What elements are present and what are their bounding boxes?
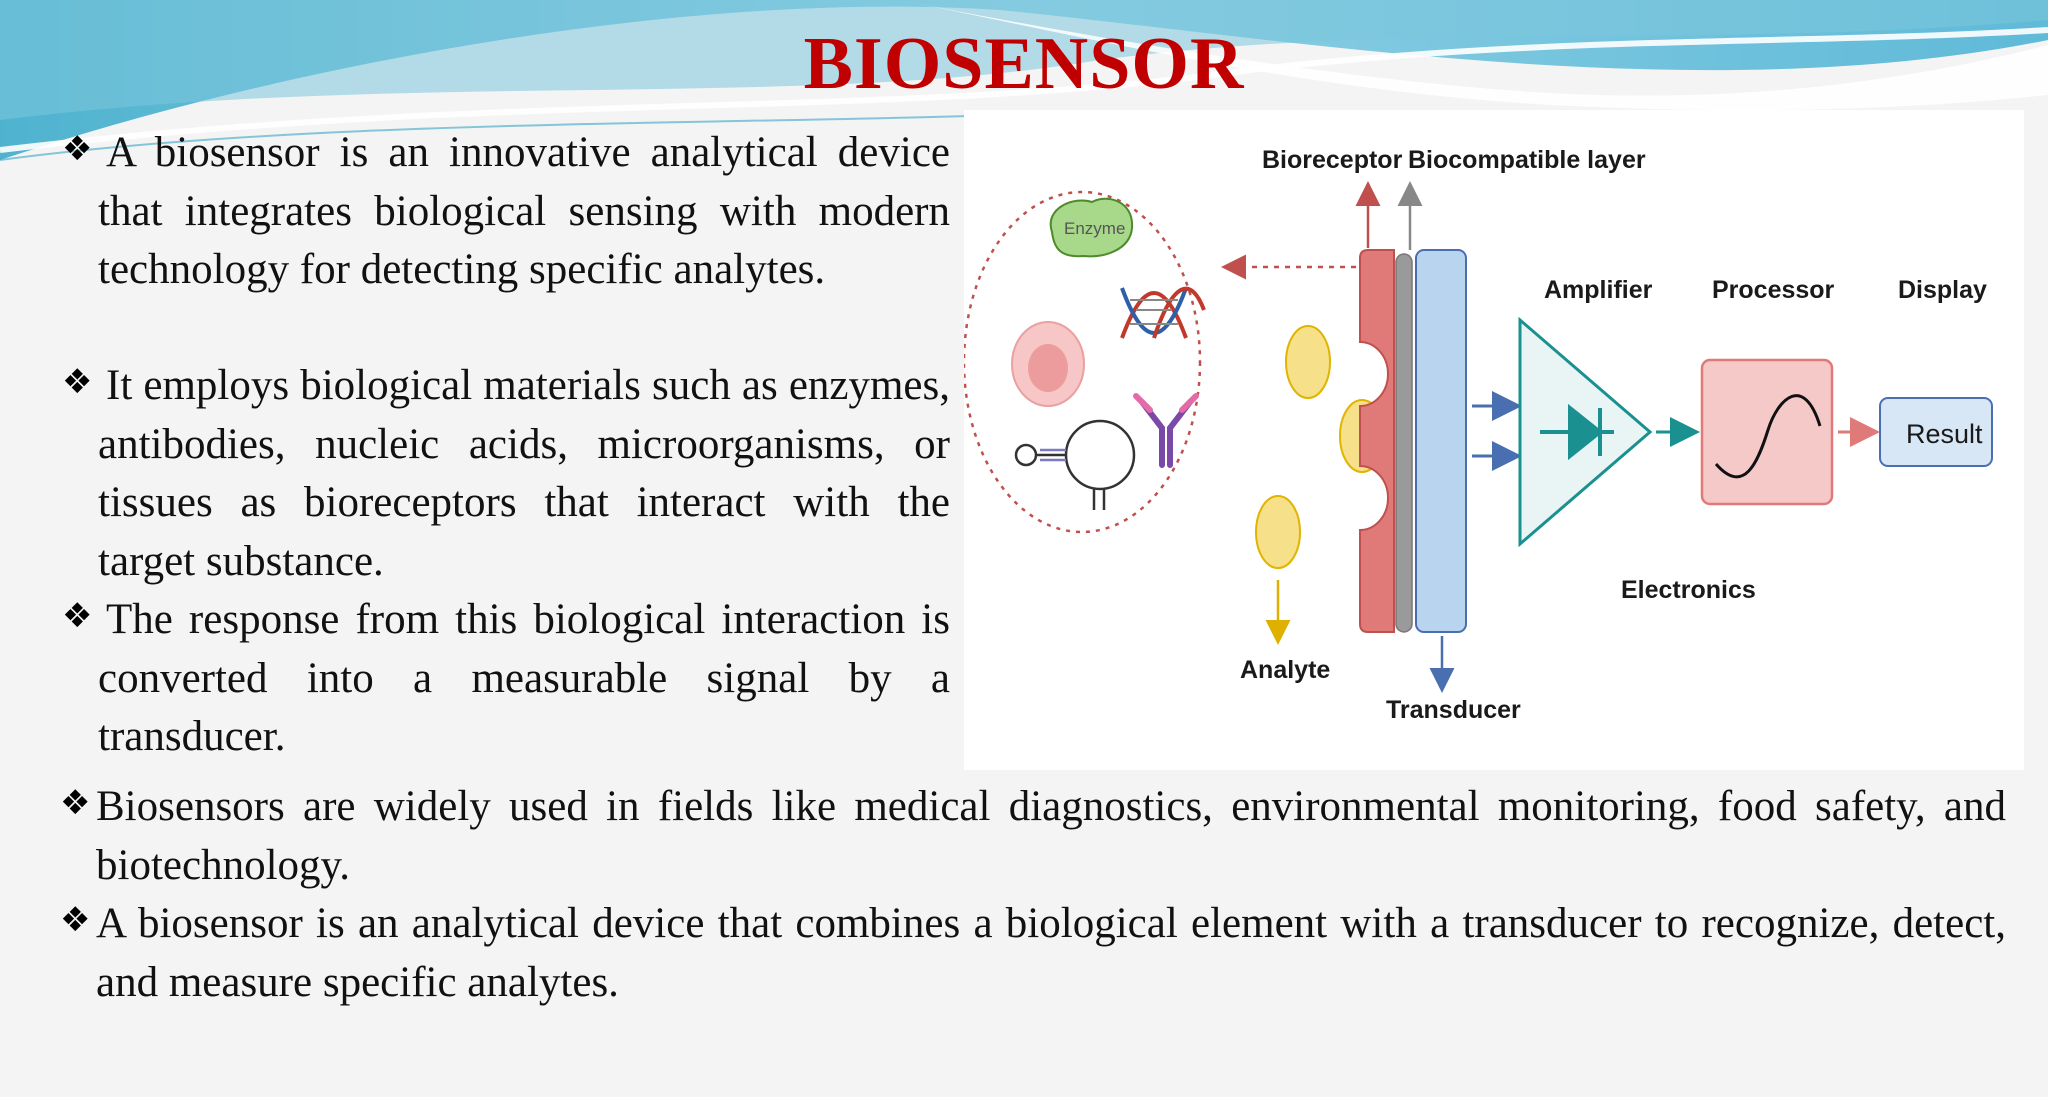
bullet-point-3: ❖ The response from this biological inte…: [62, 591, 950, 767]
transducer-layer: [1415, 249, 1467, 633]
label-amplifier: Amplifier: [1544, 276, 1653, 304]
label-transducer: Transducer: [1386, 696, 1521, 724]
bullet-diamond-icon: ❖: [62, 596, 93, 636]
cell-icon: [1011, 321, 1085, 407]
bullet-diamond-icon: ❖: [62, 362, 93, 402]
bioreceptor-layer: [1359, 249, 1395, 633]
biosensor-diagram-svg: Bioreceptor Biocompatible layer Amplifie…: [964, 146, 1993, 724]
label-analyte: Analyte: [1240, 656, 1330, 684]
biocompatible-layer: [1395, 253, 1413, 633]
bullet-point-1: ❖ A biosensor is an innovative analytica…: [62, 124, 950, 300]
enzyme-label: Enzyme: [1064, 219, 1125, 238]
bullet-text: It employs biological materials such as …: [98, 362, 950, 585]
bullet-point-4: ❖ Biosensors are widely used in fields l…: [60, 778, 2006, 895]
label-bioreceptor: Bioreceptor: [1262, 146, 1403, 174]
label-display: Display: [1898, 276, 1987, 304]
analyte-molecule: [1255, 495, 1301, 569]
signal-wave-icon: [1714, 394, 1822, 479]
bullet-text: Biosensors are widely used in fields lik…: [96, 783, 2006, 889]
bullet-text: The response from this biological intera…: [98, 596, 950, 760]
result-display: [1879, 397, 1993, 467]
bioreceptor-examples-circle: [964, 190, 1202, 534]
dna-icon: [1120, 286, 1206, 339]
analyte-molecule: [1285, 325, 1331, 399]
enzyme-icon: Enzyme: [1049, 197, 1134, 258]
bullet-diamond-icon: ❖: [62, 129, 93, 169]
label-biocompatible-layer: Biocompatible layer: [1408, 146, 1646, 174]
slide-title: BIOSENSOR: [803, 23, 1245, 105]
aptamer-icon: [1014, 419, 1136, 510]
bullet-point-2: ❖ It employs biological materials such a…: [62, 357, 950, 591]
bullet-text: A biosensor is an innovative analytical …: [98, 129, 950, 293]
biosensor-diagram: Bioreceptor Biocompatible layer Amplifie…: [964, 110, 2024, 770]
diode-icon: [1540, 403, 1614, 461]
label-electronics: Electronics: [1621, 576, 1756, 604]
antibody-icon: [1133, 393, 1199, 468]
bullet-diamond-icon: ❖: [60, 783, 91, 823]
bullet-text: A biosensor is an analytical device that…: [96, 900, 2006, 1006]
label-processor: Processor: [1712, 276, 1835, 304]
bullet-diamond-icon: ❖: [60, 900, 91, 940]
bullet-point-5: ❖ A biosensor is an analytical device th…: [60, 895, 2006, 1012]
header-wave-decoration: [0, 0, 2048, 161]
result-label: Result: [1906, 419, 1983, 449]
